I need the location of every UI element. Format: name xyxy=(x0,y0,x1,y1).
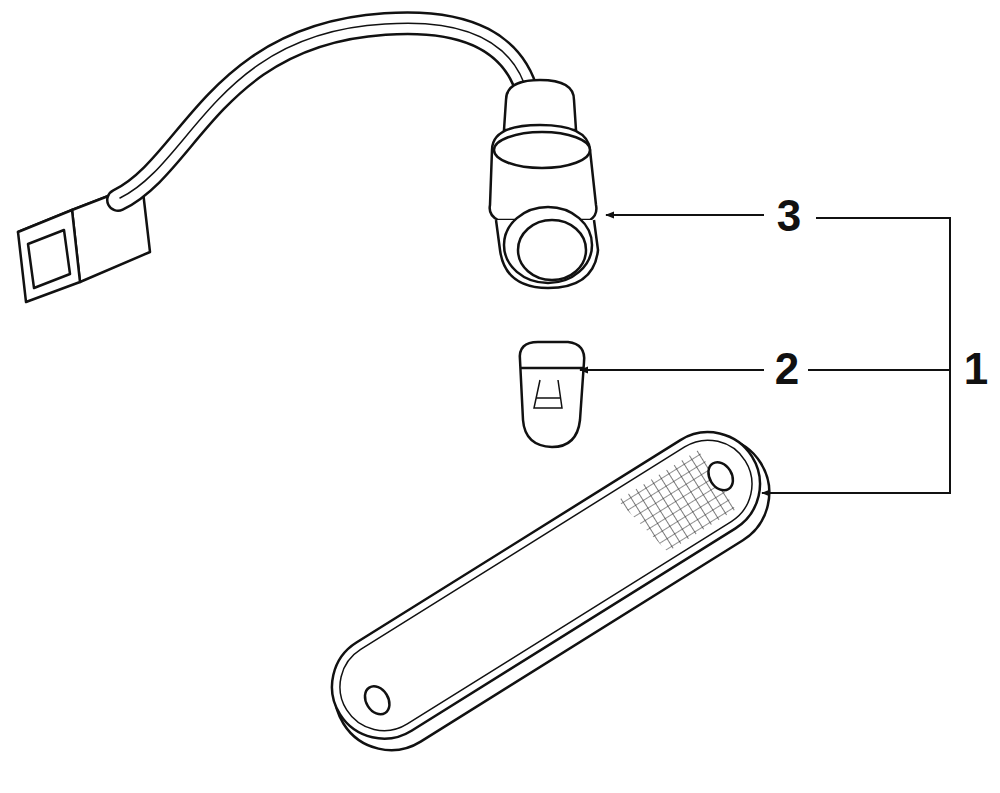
wedge-bulb xyxy=(520,342,584,447)
callout-number: 3 xyxy=(775,194,803,238)
marker-lens xyxy=(311,410,791,771)
callout-number: 2 xyxy=(773,347,801,391)
bulb-socket xyxy=(490,80,598,288)
callout-number: 1 xyxy=(962,347,990,391)
leader-lines xyxy=(580,215,950,493)
wire-cable xyxy=(118,23,528,200)
